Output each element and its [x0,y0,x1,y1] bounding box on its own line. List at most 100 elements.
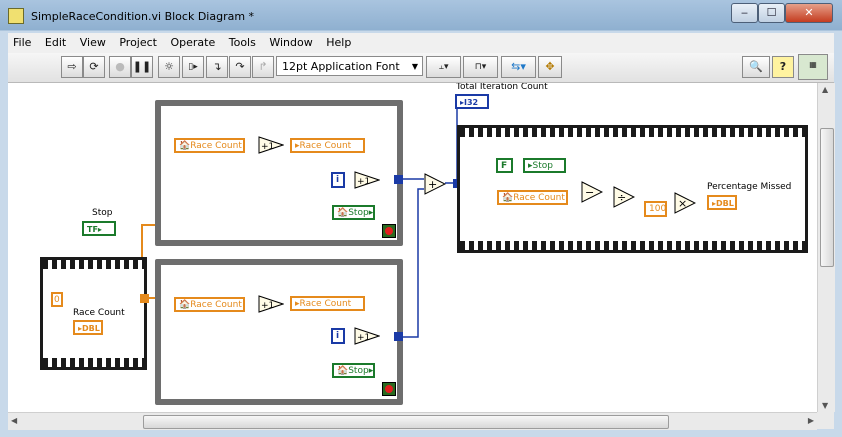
menu-window[interactable]: Window [269,36,313,49]
stop-local-read-2[interactable]: 🏠Stop▸ [332,363,375,378]
distribute-objects-icon[interactable]: ⊓▾ [463,56,498,78]
menu-view[interactable]: View [79,36,106,49]
step-into-icon[interactable]: ↴ [206,56,228,78]
menu-project[interactable]: Project [119,36,157,49]
race-count-local-write-1-label: Race Count [299,141,352,151]
vertical-scrollbar[interactable]: ▲ ▼ [817,83,835,412]
init-sequence-frame[interactable] [40,257,147,370]
multiply-node[interactable]: × [674,192,696,214]
vi-window-icon [8,8,24,24]
close-button[interactable]: ✕ [785,3,833,23]
svg-text:+1: +1 [357,177,370,187]
vi-icon[interactable]: ▦ [798,54,828,80]
svg-text:÷: ÷ [617,191,626,204]
stop-terminal[interactable]: TF▸ [82,221,116,236]
iteration-terminal-1[interactable]: i [331,172,345,188]
total-iteration-label: Total Iteration Count [456,83,548,92]
menu-file[interactable]: File [13,36,32,49]
step-out-icon[interactable]: ↱ [252,56,274,78]
increment-node-2[interactable]: +1 [354,171,380,189]
film-perforation-bottom [43,358,144,367]
run-continuous-icon[interactable]: ⟳ [83,56,105,78]
increment-node-3[interactable]: +1 [258,295,284,313]
race-count-local-read-3-label: Race Count [513,193,565,203]
race-count-type: DBL [82,324,100,333]
stop-local-write[interactable]: ▸Stop [523,158,566,173]
tunnel-seq-out [140,294,149,303]
resize-grip[interactable] [817,412,834,429]
menu-help[interactable]: Help [326,36,352,49]
stop-local-read-1[interactable]: 🏠Stop▸ [332,205,375,220]
align-objects-icon[interactable]: ⫠▾ [426,56,461,78]
increment-node-4[interactable]: +1 [354,327,380,345]
search-icon[interactable]: 🔍 [742,56,770,78]
add-node[interactable]: + [424,173,446,195]
while-loop-1[interactable] [155,100,403,246]
film-perforation-top-2 [460,128,805,137]
subtract-node[interactable]: − [581,181,603,203]
svg-text:+1: +1 [261,142,274,152]
stop-local-read-2-label: Stop [348,366,369,376]
menu-tools[interactable]: Tools [228,36,256,49]
tunnel-loop2-iterations-out [394,332,403,341]
horizontal-scroll-thumb[interactable] [143,415,669,429]
race-count-local-read-3[interactable]: 🏠Race Count [497,190,568,205]
total-iteration-type: I32 [464,98,479,107]
chevron-down-icon: ▼ [411,62,418,71]
help-icon[interactable]: ? [772,56,794,78]
maximize-button[interactable]: ☐ [758,3,785,23]
loop-condition-stop-2[interactable] [382,382,396,396]
init-zero-constant[interactable]: 0 [51,292,63,307]
vertical-scroll-thumb[interactable] [820,128,834,267]
film-perforation-bottom-2 [460,241,805,250]
calc-sequence-frame[interactable] [457,125,808,253]
scroll-left-icon[interactable]: ◀ [11,416,18,425]
film-perforation-top [43,260,144,269]
loop-condition-stop-1[interactable] [382,224,396,238]
abort-icon[interactable]: ● [109,56,131,78]
iteration-terminal-2[interactable]: i [331,328,345,344]
increment-node-1[interactable]: +1 [258,136,284,154]
race-count-local-read-2[interactable]: 🏠Race Count [174,297,245,312]
scroll-down-icon[interactable]: ▼ [822,401,829,410]
tunnel-loop1-iterations-out [394,175,403,184]
retain-wire-values-icon[interactable]: ▯▸ [182,56,204,78]
reorder-icon[interactable]: ⇆▾ [501,56,536,78]
stop-local-read-1-label: Stop [348,208,369,218]
percentage-missed-indicator[interactable]: ▸DBL [707,195,737,210]
svg-text:×: × [678,197,687,210]
horizontal-scrollbar[interactable]: ◀ ▶ [8,412,817,430]
highlight-execution-icon[interactable]: ☼ [158,56,180,78]
race-count-local-write-2-label: Race Count [299,299,352,309]
title-bar: SimpleRaceCondition.vi Block Diagram * ‒… [0,0,842,33]
race-count-local-read-1-label: Race Count [190,141,242,151]
scroll-up-icon[interactable]: ▲ [822,85,829,94]
race-count-local-write-2[interactable]: ▸Race Count [290,296,365,311]
block-diagram-canvas[interactable]: 0 Race Count ▸DBL Stop TF▸ 🏠Race Count +… [8,83,817,412]
total-iteration-indicator[interactable]: ▸I32 [455,94,489,109]
race-count-indicator[interactable]: ▸DBL [73,320,103,335]
false-constant[interactable]: F [496,158,513,173]
svg-text:+: + [428,178,437,191]
menu-operate[interactable]: Operate [170,36,216,49]
scroll-right-icon[interactable]: ▶ [807,416,814,425]
svg-text:+1: +1 [261,301,274,311]
constant-100[interactable]: 100 [644,201,667,217]
minimize-button[interactable]: ‒ [731,3,758,23]
race-count-local-write-1[interactable]: ▸Race Count [290,138,365,153]
cleanup-diagram-icon[interactable]: ✥ [538,56,562,78]
font-select[interactable]: 12pt Application Font ▼ [276,56,423,76]
percentage-missed-type: DBL [716,199,734,208]
menu-bar: File Edit View Project Operate Tools Win… [8,33,834,53]
stop-local-write-label: Stop [532,161,553,171]
race-count-local-read-1[interactable]: 🏠Race Count [174,138,245,153]
run-arrow-icon[interactable]: ⇨ [61,56,83,78]
window-title: SimpleRaceCondition.vi Block Diagram * [31,10,255,23]
divide-node[interactable]: ÷ [613,186,635,208]
menu-edit[interactable]: Edit [44,36,67,49]
stop-label: Stop [92,208,113,218]
pause-icon[interactable]: ❚❚ [131,56,153,78]
svg-text:+1: +1 [357,333,370,343]
step-over-icon[interactable]: ↷ [229,56,251,78]
